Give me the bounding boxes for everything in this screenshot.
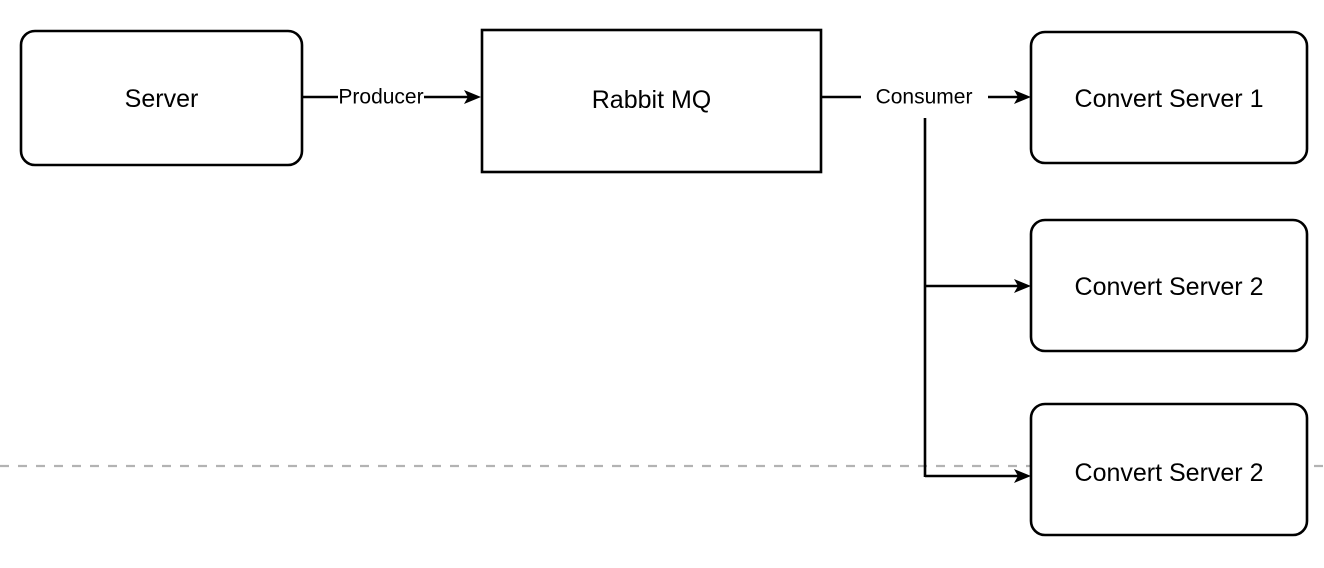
consumer-arrow-head-3: [1014, 469, 1031, 483]
node-convert-server-2-label: Convert Server 2: [1075, 273, 1264, 301]
producer-edge-label: Producer: [338, 86, 423, 109]
node-rabbitmq-label: Rabbit MQ: [592, 86, 711, 114]
producer-arrow-head: [464, 90, 481, 104]
node-convert-server-3-label: Convert Server 2: [1075, 459, 1264, 487]
node-convert-server-1[interactable]: [1029, 30, 1309, 165]
consumer-arrow-head-1: [1014, 90, 1031, 104]
node-convert-server-1-label: Convert Server 1: [1075, 85, 1264, 113]
node-server[interactable]: [19, 29, 304, 167]
consumer-arrow-head-2: [1014, 279, 1031, 293]
node-convert-server-3[interactable]: [1029, 402, 1309, 537]
node-rabbitmq[interactable]: [480, 28, 823, 174]
consumer-edge-label: Consumer: [876, 86, 973, 109]
node-server-label: Server: [125, 85, 199, 113]
node-convert-server-2[interactable]: [1029, 218, 1309, 353]
